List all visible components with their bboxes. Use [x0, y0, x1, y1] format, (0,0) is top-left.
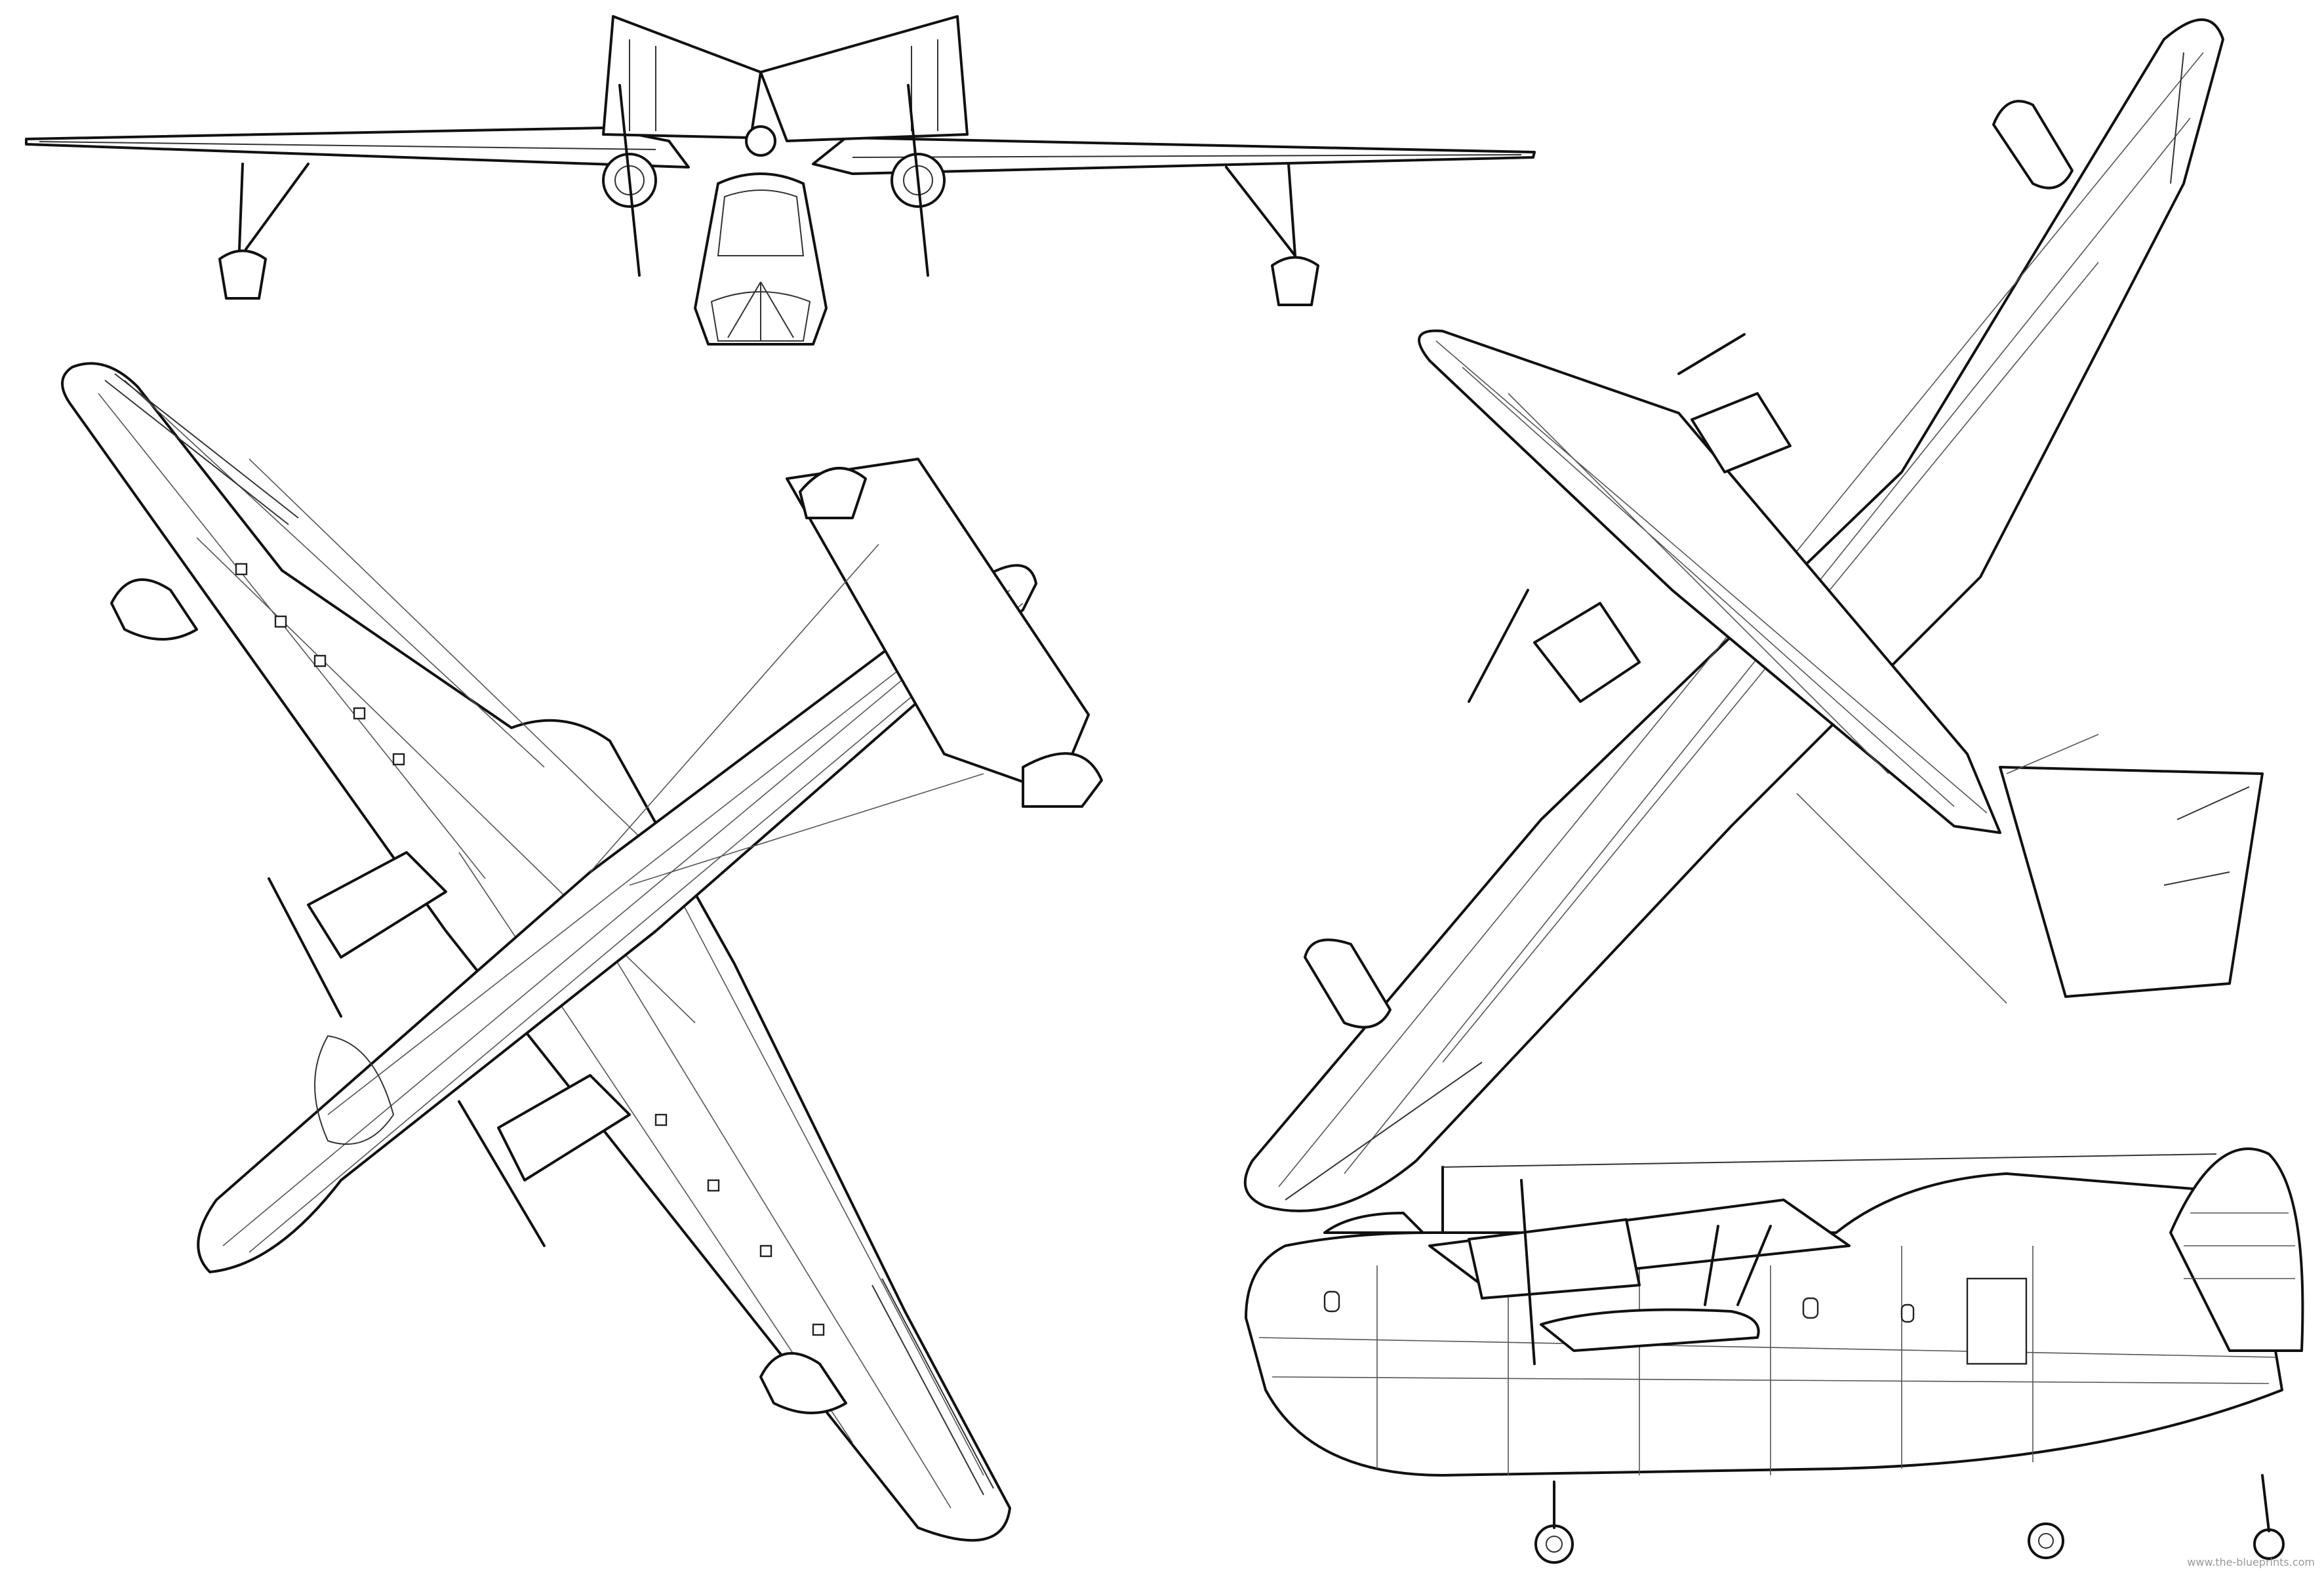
top-right-float [759, 1352, 847, 1414]
side-view-tail-wheel [2253, 1528, 2285, 1560]
side-view-wheel-rear [2028, 1522, 2064, 1559]
front-left-wing [25, 127, 690, 169]
front-right-float [1271, 256, 1319, 306]
top-left-engine [307, 851, 447, 959]
side-view-float [1540, 1308, 1760, 1352]
side-view-engine [1468, 1218, 1641, 1300]
watermark-text: www.the-blueprints.com [2187, 1556, 2315, 1568]
side-view-cockpit [1323, 1212, 1424, 1234]
front-tail-fin-right [759, 15, 969, 142]
bottom-right-engine [1691, 392, 1792, 473]
bottom-view-tailplane [1999, 766, 2264, 998]
top-right-engine [497, 1074, 631, 1182]
bottom-right-float [1992, 100, 2074, 189]
top-view [61, 362, 1103, 1542]
front-tail-fin-left [602, 15, 762, 139]
front-hull [694, 172, 828, 346]
bottom-left-engine [1533, 602, 1641, 703]
side-view-tail-fin [2169, 1147, 2304, 1352]
top-left-float [110, 578, 198, 641]
bottom-view [1243, 18, 2264, 1212]
side-view [1245, 1147, 2304, 1564]
side-view-wheel-front [1534, 1524, 1574, 1564]
bottom-left-float [1304, 938, 1392, 1029]
top-view-hull [197, 564, 1037, 1273]
bottom-view-wing [1243, 18, 2224, 1212]
front-view [25, 15, 1536, 346]
front-left-float [218, 249, 267, 300]
bottom-view-hull [1418, 329, 2001, 834]
